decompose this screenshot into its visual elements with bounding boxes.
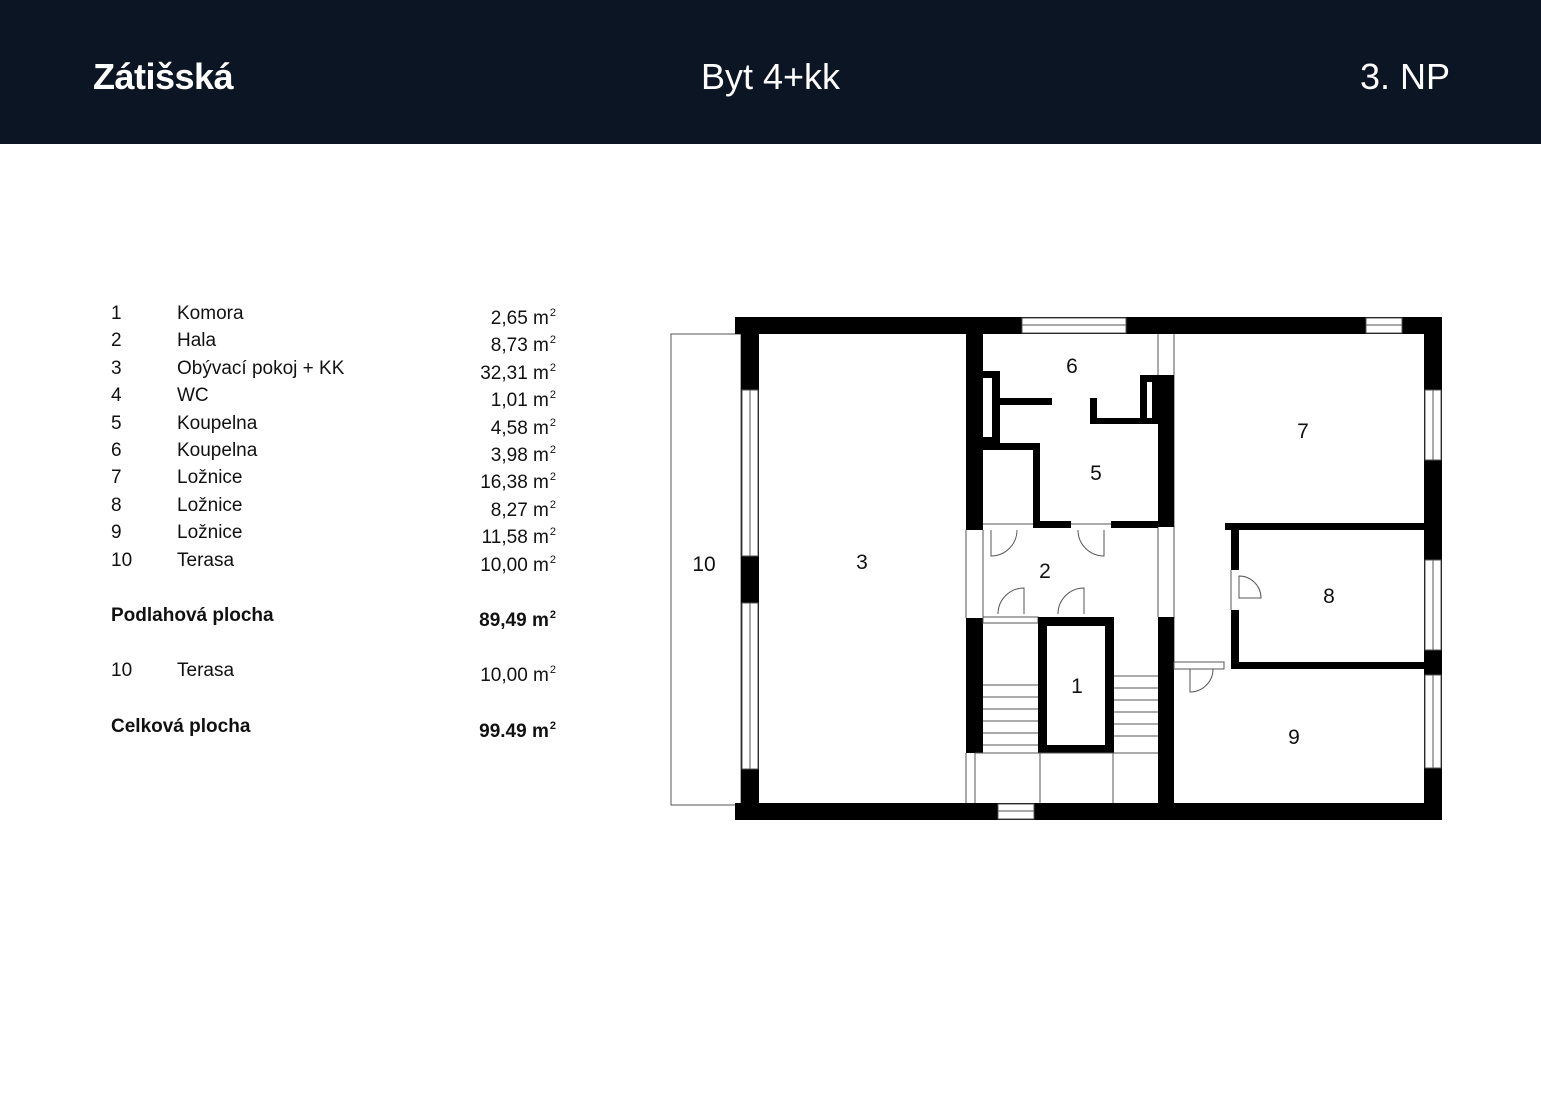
interior-wall xyxy=(1158,375,1174,527)
plan-label-living-room: 3 xyxy=(856,551,868,574)
room-row: 9 Ložnice 11,58 m2 xyxy=(111,519,556,548)
floor-area-row: Podlahová plocha 89,49 m2 xyxy=(111,602,556,631)
room-number: 1 xyxy=(111,303,122,324)
room-number: 6 xyxy=(111,439,122,461)
outer-wall-bottom xyxy=(735,803,1442,820)
total-area-value: 99.49 m2 xyxy=(479,719,556,742)
room-area: 16,38 m2 xyxy=(480,471,556,494)
door-swing xyxy=(990,529,1018,557)
terrace-name: Terasa xyxy=(177,660,235,682)
terrace-row: 10 Terasa 10,00 m2 xyxy=(111,657,556,686)
room-name: Terasa xyxy=(177,549,235,571)
plan-label-storage: 1 xyxy=(1071,675,1083,698)
door-swing xyxy=(1238,575,1262,599)
header-bar: Zátišská Byt 4+kk 3. NP xyxy=(0,0,1541,144)
room-area: 11,58 m2 xyxy=(481,526,556,549)
plan-label-bathroom-5: 5 xyxy=(1090,462,1102,485)
interior-wall xyxy=(1231,662,1424,669)
room-number: 10 xyxy=(111,549,133,571)
floor-label: 3. NP xyxy=(1359,56,1450,97)
plan-label-terrace: 10 xyxy=(692,553,715,576)
room-row: 2 Hala 8,73 m2 xyxy=(111,327,556,356)
floor-area-value: 89,49 m2 xyxy=(479,608,556,631)
room-area: 32,31 m2 xyxy=(480,361,556,384)
room-name: Ložnice xyxy=(177,522,243,544)
wc-partition xyxy=(983,371,1000,443)
plan-label-bedroom-9: 9 xyxy=(1288,726,1300,749)
interior-wall xyxy=(983,443,1040,450)
plan-label-bedroom-8: 8 xyxy=(1323,585,1335,608)
room-area: 1,01 m2 xyxy=(490,389,556,412)
interior-wall xyxy=(1225,523,1424,530)
interior-wall xyxy=(1158,617,1174,803)
room-name: Ložnice xyxy=(177,494,243,516)
plan-label-hall: 2 xyxy=(1039,560,1051,583)
room-name: Koupelna xyxy=(177,439,258,461)
room-name: Ložnice xyxy=(177,467,243,489)
room-area: 2,65 m2 xyxy=(490,307,556,329)
room-name: Koupelna xyxy=(177,412,258,434)
door-swing xyxy=(997,587,1025,615)
room-area: 4,58 m2 xyxy=(490,416,556,439)
total-area-label: Celková plocha xyxy=(111,715,251,737)
unit-type: Byt 4+kk xyxy=(700,56,841,97)
door-swing xyxy=(1077,529,1105,557)
room-row: 8 Ložnice 8,27 m2 xyxy=(111,492,556,521)
room-number: 5 xyxy=(111,412,122,434)
room-name: Obývací pokoj + KK xyxy=(177,357,345,379)
room-row: 6 Koupelna 3,98 m2 xyxy=(111,437,556,466)
room-area: 10,00 m2 xyxy=(480,553,556,576)
total-area-row: Celková plocha 99.49 m2 xyxy=(111,713,556,742)
room-area: 3,98 m2 xyxy=(490,443,556,466)
stairs xyxy=(975,675,1158,754)
room-row: 7 Ložnice 16,38 m2 xyxy=(111,464,556,493)
room-number: 3 xyxy=(111,357,122,379)
interior-wall xyxy=(966,618,983,753)
room-number: 4 xyxy=(111,385,122,407)
room-row: 4 WC 1,01 m2 xyxy=(111,382,556,411)
plan-label-bedroom-7: 7 xyxy=(1297,420,1309,443)
room-name: Hala xyxy=(177,330,217,352)
project-name: Zátišská xyxy=(93,56,234,97)
room-number: 9 xyxy=(111,522,122,544)
room-name: WC xyxy=(177,385,209,407)
door-swing xyxy=(1057,587,1085,615)
room-row: 1 Komora 2,65 m2 xyxy=(111,300,556,329)
plan-label-bathroom-6: 6 xyxy=(1066,355,1078,378)
door-swing xyxy=(1189,668,1214,693)
room-area: 8,73 m2 xyxy=(490,334,556,357)
room-row: 10 Terasa 10,00 m2 xyxy=(111,547,556,576)
terrace-area: 10,00 m2 xyxy=(480,664,556,687)
terrace-number: 10 xyxy=(111,660,133,682)
room-row: 5 Koupelna 4,58 m2 xyxy=(111,410,556,439)
interior-wall xyxy=(966,334,983,530)
room-row: 3 Obývací pokoj + KK 32,31 m2 xyxy=(111,355,556,384)
room-number: 7 xyxy=(111,467,122,489)
room-number: 2 xyxy=(111,330,122,352)
room-number: 8 xyxy=(111,494,122,516)
floor-area-label: Podlahová plocha xyxy=(111,604,274,626)
storage-walls xyxy=(1038,617,1114,753)
room-area: 8,27 m2 xyxy=(490,498,556,521)
room-name: Komora xyxy=(177,303,244,324)
room-area-table: 1 Komora 2,65 m2 2 Hala 8,73 m2 3 Obývací pok… xyxy=(111,300,556,742)
